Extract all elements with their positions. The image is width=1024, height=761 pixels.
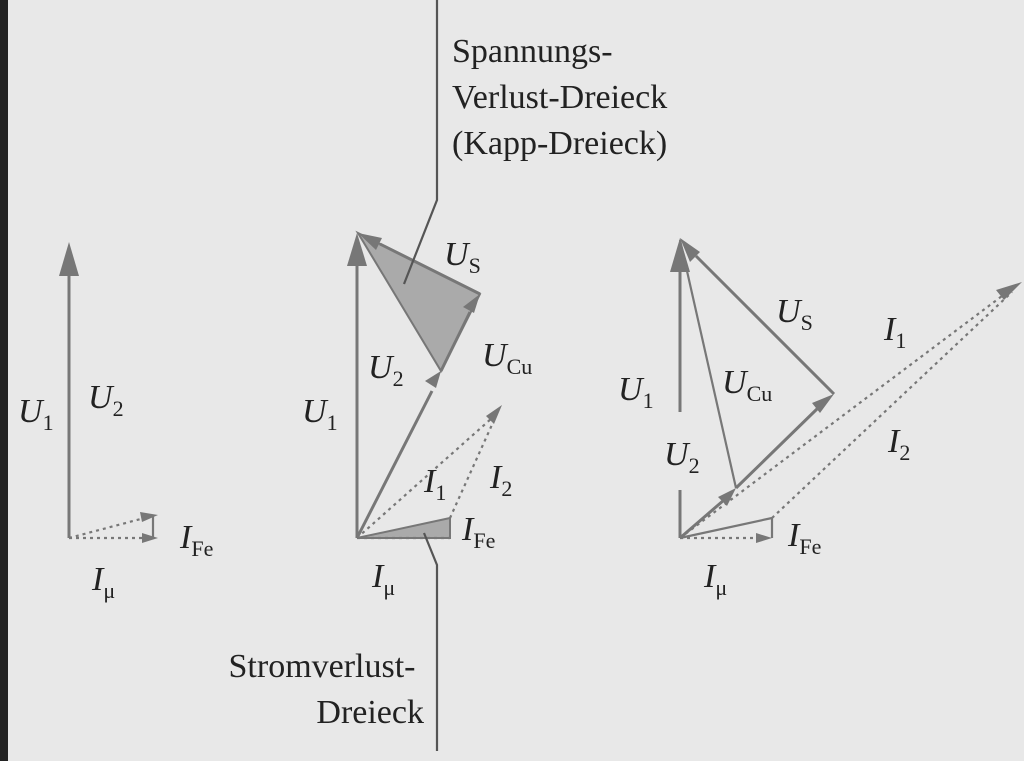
p1-ife-label: IFe <box>179 519 213 561</box>
p2-us-vector <box>379 242 481 296</box>
p3-i2-label: I2 <box>887 423 910 465</box>
p3-ife-label: IFe <box>787 517 821 559</box>
p2-i1-label: I1 <box>423 463 446 505</box>
p1-u2-label: U2 <box>88 379 124 421</box>
p2-us-arrowhead <box>358 233 382 250</box>
p2-i1-arrowhead <box>486 405 502 424</box>
p2-i2-label: I2 <box>489 459 512 501</box>
p1-imu-label: Iμ <box>91 561 115 603</box>
p3-i1-arrowhead <box>996 282 1022 300</box>
p3-us-vector <box>694 254 836 396</box>
p2-us-label: US <box>444 236 481 278</box>
p3-us-arrowhead <box>680 238 700 262</box>
p2-ucu-label: UCu <box>482 337 532 379</box>
p2-i1-vector <box>356 417 493 539</box>
p3-thin-connector <box>678 239 738 489</box>
p2-ife-label: IFe <box>461 511 495 553</box>
voltage-triangle-caption: Spannungs- Verlust-Dreieck (Kapp-Dreieck… <box>452 33 676 162</box>
p3-u2-label: U2 <box>664 436 700 478</box>
p3-i1-vector <box>679 289 1011 539</box>
p2-u1-arrowhead <box>347 233 367 266</box>
leader-line-current-triangle <box>422 532 439 751</box>
p1-imu-arrowhead <box>142 533 158 543</box>
p1-u1-label: U1 <box>18 393 54 435</box>
p1-i0-arrowhead <box>140 512 158 522</box>
p3-us-label: US <box>776 293 813 335</box>
p3-ucu-arrowhead <box>812 394 834 413</box>
p1-i0-vector <box>68 514 153 540</box>
p3-ucu-label: UCu <box>722 364 772 406</box>
p2-ucu-vector <box>439 311 472 372</box>
p2-imu-label: Iμ <box>371 558 395 600</box>
leader-line-voltage-triangle <box>402 0 439 285</box>
left-border <box>0 0 8 761</box>
current-triangle-caption: Stromverlust- Dreieck <box>229 648 424 731</box>
p3-ife-vector <box>679 516 773 540</box>
p3-u1-label: U1 <box>618 371 654 413</box>
p2-u2-vector <box>355 390 434 539</box>
p3-imu-arrowhead <box>756 533 772 543</box>
panel-2-load: U1 U2 US UCu I1 I2 IFe Iμ <box>302 230 532 600</box>
p2-current-loss-triangle <box>356 516 451 539</box>
p3-ucu-vector <box>734 406 820 490</box>
p3-imu-label: Iμ <box>703 558 727 600</box>
panel-1-no-load: U1 U2 IFe Iμ <box>18 242 213 603</box>
p3-i1-label: I1 <box>883 311 906 353</box>
p3-i2-vector <box>771 291 1013 519</box>
p3-u2-arrowhead <box>718 488 736 506</box>
p2-u1-label: U1 <box>302 393 338 435</box>
p2-ucu-arrowhead <box>463 294 480 313</box>
p2-u2-arrowhead <box>425 371 441 388</box>
panel-3-load: U1 U2 US UCu I1 I2 IFe Iμ <box>618 238 1022 600</box>
p2-u2-label: U2 <box>368 349 404 391</box>
p2-i2-vector <box>448 417 497 519</box>
p1-u1-arrowhead <box>59 242 79 276</box>
